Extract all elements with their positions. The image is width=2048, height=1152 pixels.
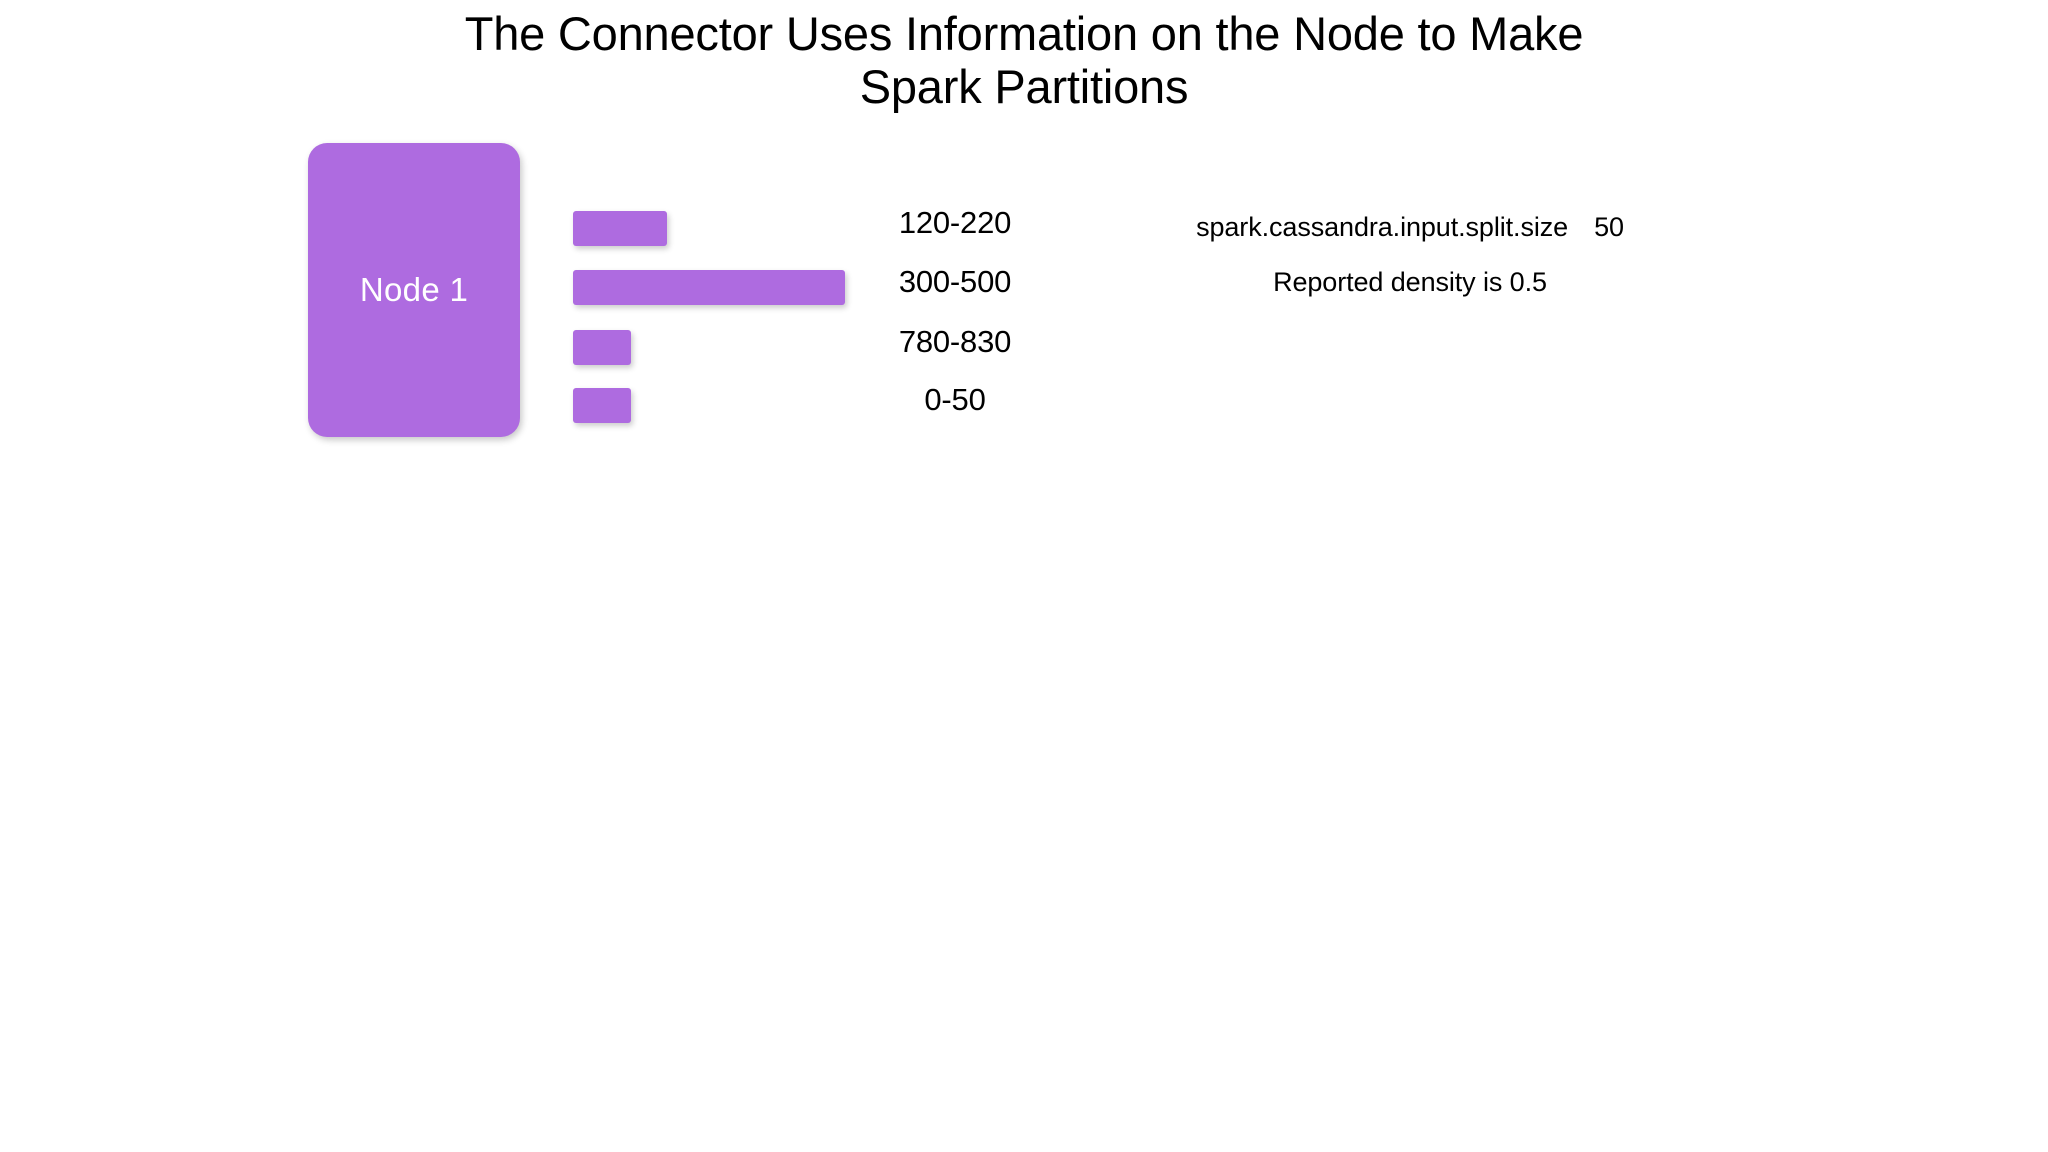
config-setting-row: spark.cassandra.input.split.size 50 xyxy=(1130,212,1690,243)
page-title: The Connector Uses Information on the No… xyxy=(464,7,1584,113)
token-range-bar xyxy=(573,388,631,423)
token-range-label: 0-50 xyxy=(924,382,986,417)
token-range-row: 780-830 xyxy=(0,324,1200,366)
density-note: Reported density is 0.5 xyxy=(1273,267,1547,297)
config-value: 50 xyxy=(1594,212,1624,242)
config-key: spark.cassandra.input.split.size xyxy=(1196,212,1569,242)
config-block: spark.cassandra.input.split.size 50 Repo… xyxy=(1130,212,1690,298)
token-range-label: 120-220 xyxy=(898,205,1012,240)
token-range-bar xyxy=(573,211,667,246)
token-range-label: 300-500 xyxy=(898,264,1012,299)
token-range-bar xyxy=(573,270,845,305)
node-label: Node 1 xyxy=(359,271,469,308)
node-box: Node 1 xyxy=(308,143,520,437)
token-range-bar xyxy=(573,330,631,365)
token-range-row: 0-50 xyxy=(0,382,1200,424)
token-range-label: 780-830 xyxy=(898,324,1012,359)
token-range-row: 300-500 xyxy=(0,264,1200,306)
token-range-row: 120-220 xyxy=(0,205,1200,247)
